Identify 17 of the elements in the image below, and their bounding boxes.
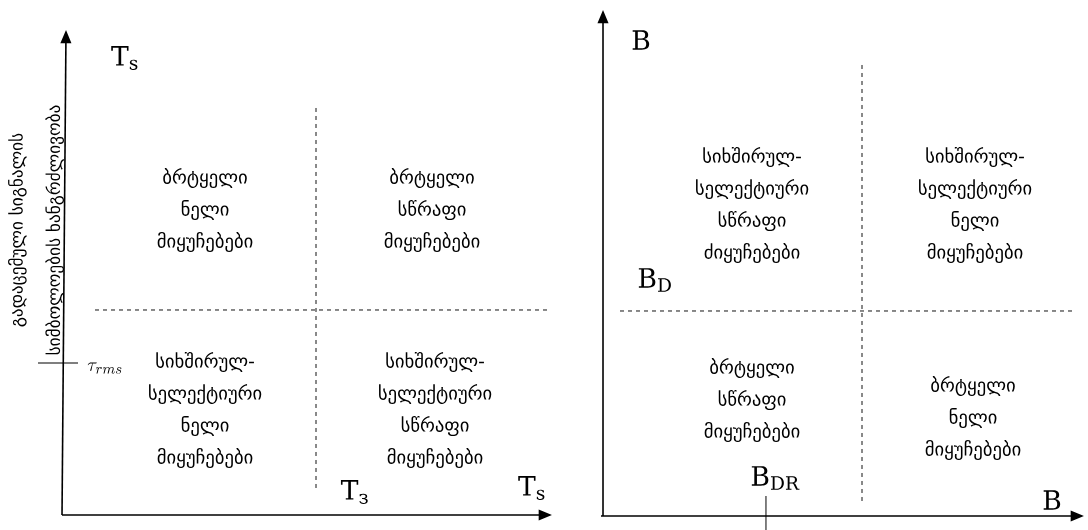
axis-label: B$_{D}$ bbox=[638, 268, 671, 292]
region-label: ბრტყელი ნელი მიყუჩებები bbox=[157, 167, 253, 252]
axis-label: B bbox=[632, 30, 650, 50]
region-label: სიხშირულ-სელექტიური სწრაფი ძიყუჩებები bbox=[696, 146, 809, 263]
tick-label: $\tau_{rms}$ bbox=[87, 362, 122, 374]
region-label: სიხშირულ-სელექტიური ნელი მიყუჩებები bbox=[919, 146, 1032, 263]
axis-label: T$_{s}$ bbox=[111, 46, 138, 70]
region-label: ბრტყელი სწრაფი მიყუჩებები bbox=[384, 167, 480, 252]
axis-label: T$_{s}$ bbox=[518, 476, 545, 500]
axis-label: T$_{з}$ bbox=[340, 480, 368, 504]
axis-title: გადაცემული სიგნალის სიმბოლოების ხანგრძლივობა bbox=[8, 105, 64, 355]
region-label: ბრტყელი ნელი მიყუჩებები bbox=[925, 375, 1021, 460]
axis-label: B$_{DR}$ bbox=[751, 466, 800, 490]
region-label: სიხშირულ-სელექტიური ნელი მიყუჩებები bbox=[149, 351, 262, 468]
region-label: სიხშირულ-სელექტიური სწრაფი მიყუჩებები bbox=[379, 351, 492, 468]
axis-label: B bbox=[1043, 490, 1061, 510]
region-label: ბრტყელი სწრაფი მიყუჩებები bbox=[704, 357, 800, 442]
